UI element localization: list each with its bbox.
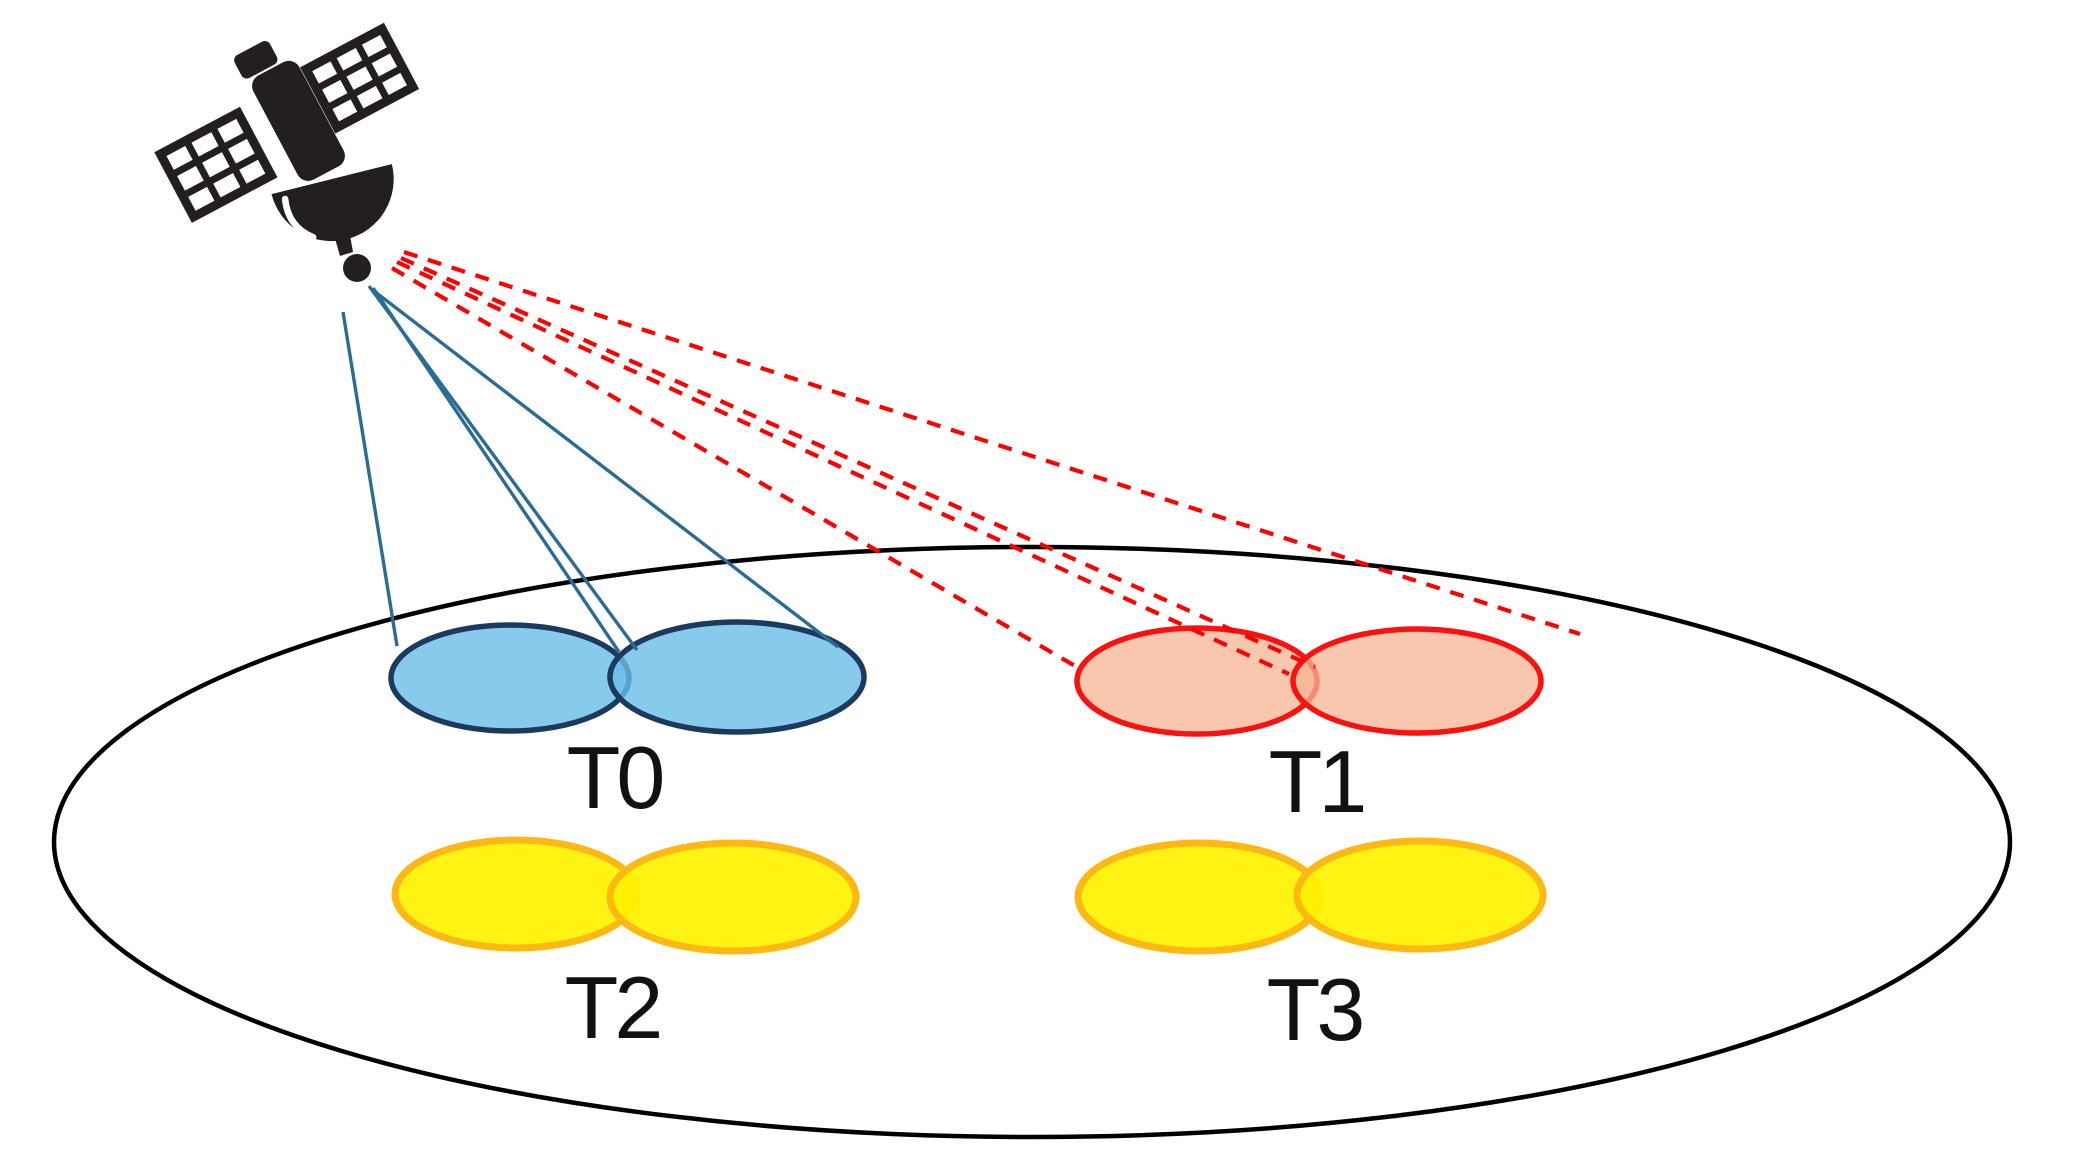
ground-coverage-ellipse [51,544,2013,1140]
red-beam-line [400,256,1316,669]
cell-t3-right-ellipse [1293,837,1547,953]
cell-t1-right-ellipse [1290,626,1544,736]
cell-t3-left-ellipse [1074,839,1324,955]
red-beam-lines [390,250,1581,676]
cell-t1 [1074,625,1544,737]
solar-panel-right [300,22,420,134]
cell-t1-left-ellipse [1074,625,1320,737]
cell-t2 [391,836,860,955]
blue-beam-line [341,311,399,647]
cell-t0-left-ellipse [388,622,632,734]
blue-beam-line [371,287,621,653]
cell-t0-label: T0 [567,728,663,827]
red-beam-line [390,266,1077,668]
satellite-body-cap [234,41,278,79]
blue-beam-line [372,289,840,649]
cell-t0-right-ellipse [607,619,867,735]
cell-t2-left-ellipse [391,836,641,952]
cell-t1-label: T1 [1269,732,1364,831]
cell-t0 [388,619,867,735]
satellite-antenna [328,207,353,256]
blue-beam-lines [341,284,840,653]
satellite-icon [154,22,420,242]
cell-t2-label: T2 [565,958,660,1057]
cell-t3-label: T3 [1267,960,1363,1059]
satellite-dish [271,164,394,242]
cell-t3 [1074,837,1547,955]
satellite-feed-dot [343,254,371,282]
red-beam-line [403,250,1581,636]
solar-panel-left [154,106,278,223]
satellite-body [252,60,345,181]
cell-t2-right-ellipse [606,839,860,955]
red-beam-line [396,260,1290,676]
